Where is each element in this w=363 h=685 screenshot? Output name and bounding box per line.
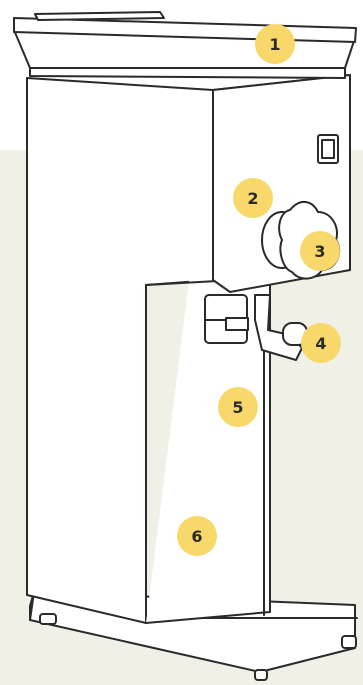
callout-label: 4 xyxy=(315,333,327,353)
hopper-collar xyxy=(29,67,346,79)
callout-spout-area: 5 xyxy=(218,387,258,427)
callout-hopper: 1 xyxy=(255,24,295,64)
power-switch-inner xyxy=(321,139,335,159)
callout-label: 6 xyxy=(191,526,203,546)
lever-tab xyxy=(225,317,249,331)
foot-center xyxy=(254,669,268,681)
callout-column: 6 xyxy=(177,516,217,556)
callout-label: 2 xyxy=(247,188,259,208)
callout-dosing-lever: 4 xyxy=(301,323,341,363)
callout-label: 5 xyxy=(232,397,244,417)
foot-right xyxy=(341,635,357,649)
hopper-lip xyxy=(34,11,165,21)
callout-label: 1 xyxy=(269,34,281,54)
callout-label: 3 xyxy=(314,241,326,261)
callout-grind-knob: 3 xyxy=(300,231,340,271)
foot-left xyxy=(39,613,57,625)
callout-motor-housing: 2 xyxy=(233,178,273,218)
